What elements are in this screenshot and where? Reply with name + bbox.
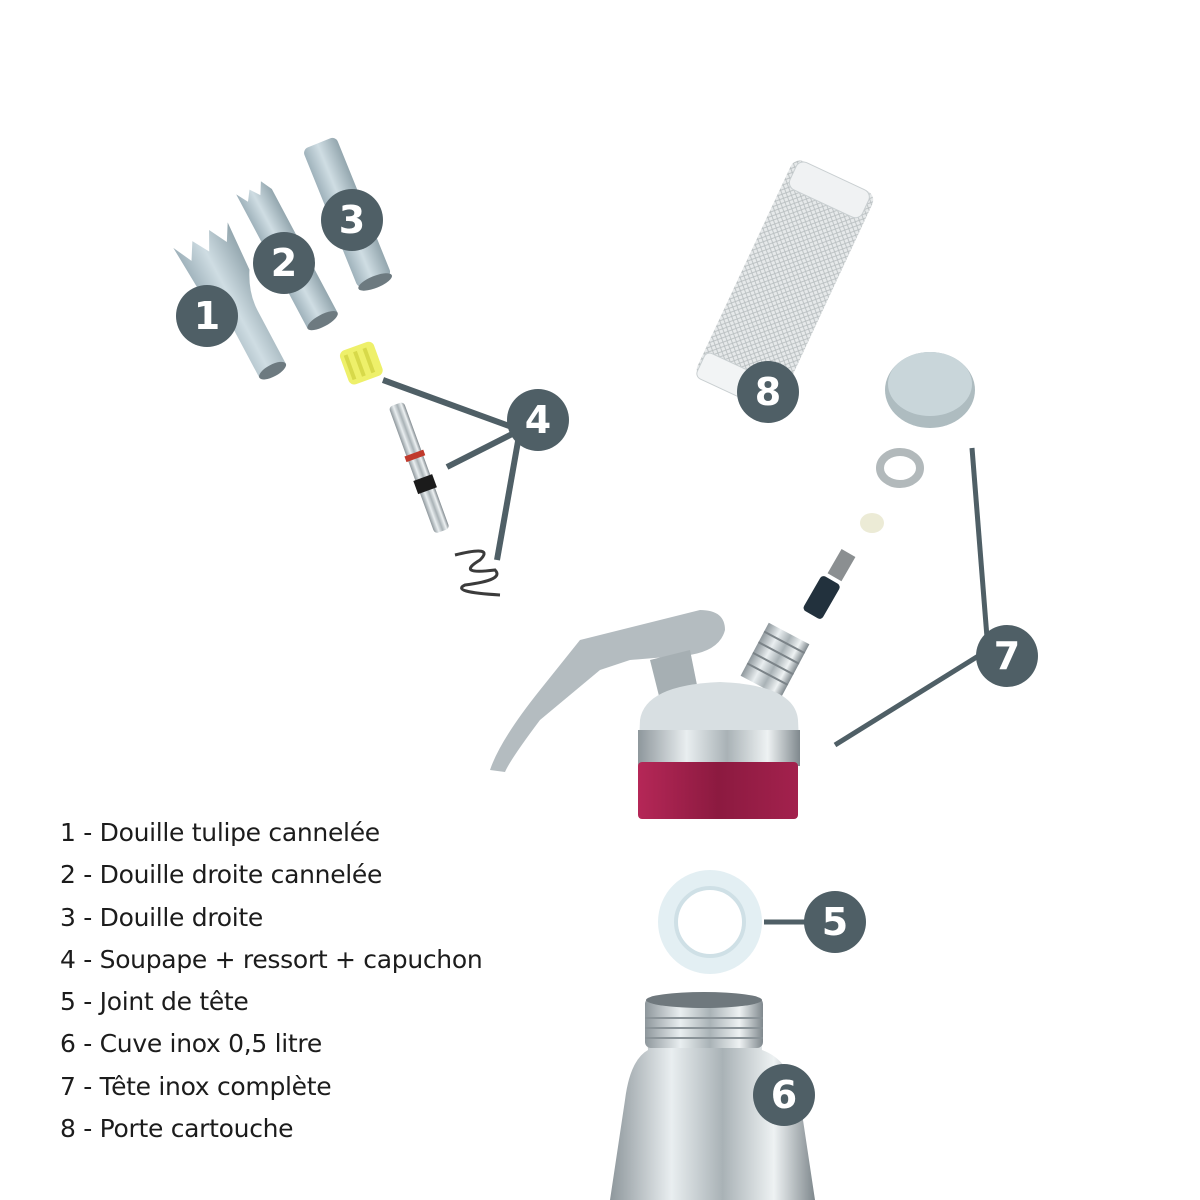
legend-item: 4 - Soupape + ressort + capuchon bbox=[60, 944, 483, 974]
bottle bbox=[610, 992, 815, 1200]
legend-item: 6 - Cuve inox 0,5 litre bbox=[60, 1029, 322, 1059]
badge-2: 2 bbox=[253, 232, 315, 294]
parts-legend: 1 - Douille tulipe cannelée 2 - Douille … bbox=[60, 812, 483, 1150]
badge-6: 6 bbox=[753, 1064, 815, 1126]
badge-3: 3 bbox=[321, 189, 383, 251]
siphon-head bbox=[490, 610, 810, 819]
legend-item: 1 - Douille tulipe cannelée bbox=[60, 818, 380, 847]
legend-item: 8 - Porte cartouche bbox=[60, 1114, 294, 1144]
badge-1: 1 bbox=[176, 285, 238, 347]
legend-item: 2 - Douille droite cannelée bbox=[60, 860, 383, 890]
legend-item: 3 - Douille droite bbox=[60, 902, 263, 932]
callout-lines-7 bbox=[833, 447, 991, 748]
badge-8: 8 bbox=[737, 361, 799, 423]
head-seal bbox=[658, 870, 805, 974]
badge-5: 5 bbox=[804, 891, 866, 953]
head-components bbox=[803, 352, 975, 619]
valve-assembly bbox=[339, 341, 523, 597]
legend-item: 5 - Joint de tête bbox=[60, 987, 249, 1017]
badge-7: 7 bbox=[976, 625, 1038, 687]
legend-item: 7 - Tête inox complète bbox=[60, 1071, 332, 1101]
badge-4: 4 bbox=[507, 389, 569, 451]
